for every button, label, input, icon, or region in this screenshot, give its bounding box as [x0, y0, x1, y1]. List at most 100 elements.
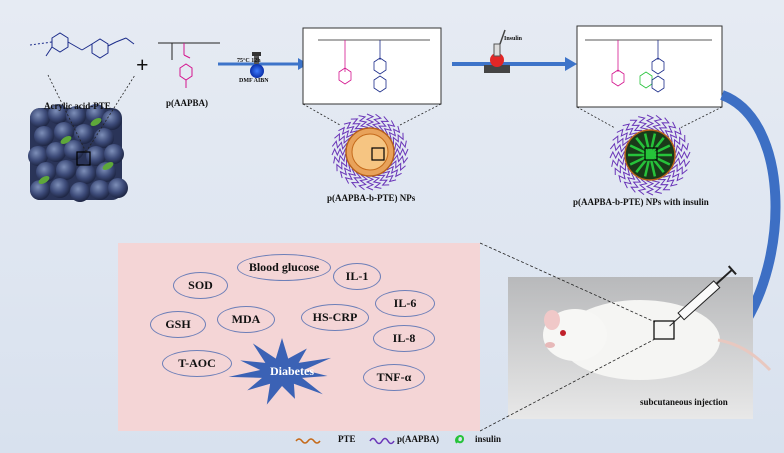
- polymer-chain: [331, 147, 349, 157]
- diabetes-label: Diabetes: [270, 364, 314, 378]
- polymer-chain: [331, 140, 349, 151]
- leaf: [60, 136, 72, 144]
- polymer-chain: [652, 114, 663, 134]
- polymer-chain: [657, 175, 671, 191]
- insulin-reagent-label: Insulin: [504, 36, 523, 42]
- leaf: [38, 176, 50, 184]
- insulin-strand: [629, 144, 651, 157]
- polymer-chain: [365, 113, 375, 131]
- pte-legend-glyph: [295, 438, 321, 444]
- reaction-conditions: 75°C 12h: [237, 58, 261, 64]
- flask-icon: [250, 52, 264, 78]
- polymer-chain: [630, 175, 642, 193]
- polymer-chain: [391, 147, 409, 157]
- paapba-label: p(AAPBA): [166, 98, 208, 108]
- insulin-strand: [649, 137, 665, 156]
- zoom-line: [576, 106, 616, 129]
- polymer-chain: [378, 116, 390, 133]
- legend-paapba: p(AAPBA): [397, 434, 439, 444]
- polymer-chain: [377, 171, 390, 186]
- polymer-chain: [658, 117, 670, 135]
- polymer-chain: [343, 121, 358, 135]
- acrylic-pte-label: Acrylic acid-PTE: [44, 101, 111, 111]
- polymer-chain: [391, 153, 409, 164]
- blueberry: [108, 178, 128, 198]
- nanoparticles-insulin-label: p(AAPBA-b-PTE) NPs with insulin: [573, 197, 709, 207]
- indicator-il1: IL-1: [333, 263, 381, 290]
- polymer-chain: [387, 125, 401, 140]
- blueberry: [34, 126, 54, 146]
- blueberry: [102, 110, 122, 130]
- blueberry: [94, 128, 114, 148]
- polymer-chain: [623, 172, 636, 189]
- blueberry: [36, 162, 56, 182]
- polymer-chain: [671, 157, 691, 168]
- syringe-icon: [669, 265, 737, 327]
- zoom-line: [679, 106, 723, 129]
- indicator-tnf: TNF-α: [363, 364, 425, 391]
- indicator-hscrp: HS-CRP: [301, 304, 369, 331]
- polymer-chain: [612, 135, 630, 147]
- blueberry: [86, 146, 106, 166]
- copolymer-structure-box: [302, 27, 442, 105]
- blueberry: [56, 160, 76, 180]
- blueberries-image: [28, 104, 128, 202]
- blueberry: [74, 124, 94, 144]
- polymer-chain: [616, 128, 633, 141]
- polymer-chain: [622, 123, 637, 138]
- polymer-chain: [365, 173, 375, 191]
- polymer-chain: [638, 116, 648, 133]
- polymer-chain: [383, 120, 396, 136]
- polymer-chain: [637, 176, 648, 196]
- polymer-chain: [391, 140, 407, 151]
- polymer-chain: [645, 114, 655, 133]
- leaf: [102, 162, 114, 170]
- polymer-chain: [338, 126, 354, 139]
- polymer-chain: [667, 127, 682, 142]
- polymer-chain: [609, 150, 628, 160]
- zoom-line: [399, 103, 442, 126]
- zoom-line: [479, 242, 656, 323]
- polymer-chain: [339, 164, 353, 179]
- acrylic-pte-structure: [29, 32, 135, 59]
- zoom-line: [302, 103, 341, 126]
- polymer-chain: [667, 169, 684, 182]
- reaction-solvents: DMF AIBN: [239, 78, 269, 84]
- polymer-chain: [350, 171, 362, 188]
- polymer-chain: [358, 173, 369, 191]
- indicator-blood-glucose: Blood glucose: [237, 254, 331, 281]
- copolymer-insulin-structure-box: [576, 25, 723, 108]
- insulin-strand: [643, 154, 652, 177]
- polymer-chain: [672, 143, 689, 153]
- polymer-chain: [672, 150, 691, 160]
- polymer-chain: [389, 132, 404, 145]
- polymer-chain: [629, 119, 643, 135]
- insulin-strand: [635, 154, 651, 173]
- blueberry: [28, 146, 48, 166]
- polymer-chain: [386, 165, 402, 178]
- blueberry: [46, 142, 66, 162]
- nanoparticle-with-insulin: [609, 114, 691, 196]
- insulin-strand: [649, 153, 671, 166]
- insulin-strand: [648, 154, 657, 177]
- indicator-il8: IL-8: [373, 325, 435, 352]
- stirring-plate-icon: [484, 29, 510, 73]
- mouse-photo: [508, 277, 772, 419]
- blueberry: [70, 182, 90, 202]
- polymer-chain: [382, 169, 397, 183]
- plus-sign: +: [136, 52, 149, 77]
- polymer-chain: [614, 162, 630, 176]
- zoom-line: [85, 74, 136, 153]
- polymer-chain: [670, 163, 688, 175]
- polymer-chain: [350, 118, 363, 133]
- polymer-chain: [663, 172, 678, 187]
- insulin-strand: [629, 153, 651, 166]
- indicator-il6: IL-6: [375, 290, 435, 317]
- polymer-chain: [358, 115, 369, 131]
- loading-arrow: [452, 57, 577, 71]
- legend-insulin: insulin: [475, 434, 502, 444]
- polymer-chain: [609, 142, 629, 153]
- polymer-chain: [645, 177, 655, 196]
- blueberry: [50, 178, 70, 198]
